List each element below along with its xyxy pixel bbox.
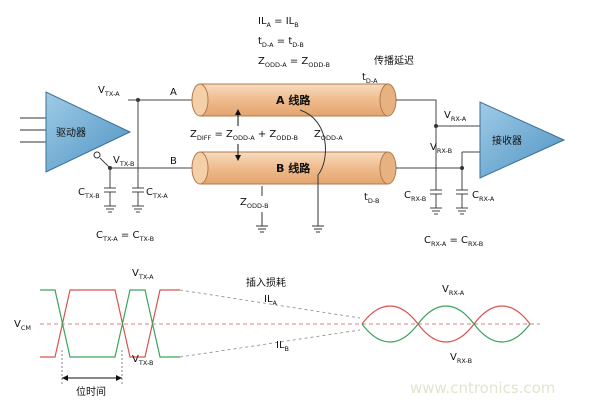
- zoddb-label: ZODD-B: [240, 197, 269, 210]
- svg-text:ILA = ILB: ILA = ILB: [258, 16, 299, 29]
- tx-wave-b: [40, 289, 180, 358]
- line-b-label: B 线路: [276, 161, 311, 175]
- zdiff-equation: ZDIFF = ZODD-A + ZODD-B: [190, 129, 298, 142]
- rx-wave-b: [361, 305, 531, 343]
- receiver-label: 接收器: [492, 134, 522, 147]
- waveform-section: VCM 位时间 VTX-A VTX-B 插入损耗 ILA ILB VRX-A V…: [14, 268, 540, 398]
- rx-capacitors: [430, 189, 468, 215]
- tda-label: tD-A: [362, 72, 378, 85]
- ila-label: ILA: [264, 294, 278, 307]
- receiver-wires: [396, 99, 480, 190]
- node-b-label: B: [170, 156, 177, 167]
- bit-time-label: 位时间: [76, 385, 106, 398]
- wave-vrxb-label: VRX-B: [450, 352, 472, 365]
- line-b-cylinder: B 线路: [191, 151, 397, 185]
- ctxa-label: CTX-A: [146, 187, 168, 200]
- watermark: www.cntronics.com: [410, 379, 555, 397]
- vrxa-label: VRX-A: [444, 110, 467, 123]
- zodda-path: [299, 109, 326, 226]
- crxb-label: CRX-B: [404, 190, 426, 203]
- vtxb-label: VTX-B: [113, 155, 135, 168]
- prop-delay-label: 传播延迟: [374, 54, 414, 67]
- vtxa-label: VTX-A: [98, 85, 120, 98]
- line-a-label: A 线路: [276, 93, 311, 107]
- cap-eq-rx: CRX-A = CRX-B: [424, 235, 483, 248]
- crxa-label: CRX-A: [472, 190, 495, 203]
- wave-vrxa-label: VRX-A: [442, 284, 465, 297]
- ctxb-label: CTX-B: [78, 187, 100, 200]
- receiver-triangle: 接收器: [479, 101, 566, 179]
- line-a-cylinder: A 线路: [191, 83, 397, 117]
- wave-vtxb-label: VTX-B: [132, 354, 154, 367]
- equation-zodd: ZODD-A = ZODD-B: [258, 56, 330, 69]
- vcm-label: VCM: [14, 319, 31, 332]
- cap-eq-tx: CTX-A = CTX-B: [96, 230, 154, 243]
- driver-triangle: 驱动器: [20, 91, 132, 173]
- equation-td: tD-A = tD-B: [258, 36, 304, 49]
- svg-text:ZODD-A = ZODD-B: ZODD-A = ZODD-B: [258, 56, 330, 69]
- tx-capacitors: [104, 100, 144, 213]
- insertion-loss-label: 插入损耗: [246, 276, 286, 289]
- driver-label: 驱动器: [56, 127, 86, 139]
- ilb-label: ILB: [276, 340, 289, 353]
- svg-text:tD-A = tD-B: tD-A = tD-B: [258, 36, 304, 49]
- inverting-bubble: [93, 151, 101, 159]
- vrxb-label: VRX-B: [430, 142, 452, 155]
- wave-vtxa-label: VTX-A: [132, 268, 154, 281]
- rx-wave-a: [361, 305, 531, 343]
- zodda-label: ZODD-A: [314, 129, 343, 142]
- equation-il: ILA = ILB: [258, 16, 299, 29]
- tdb-label: tD-B: [364, 192, 380, 205]
- node-a-label: A: [170, 87, 177, 98]
